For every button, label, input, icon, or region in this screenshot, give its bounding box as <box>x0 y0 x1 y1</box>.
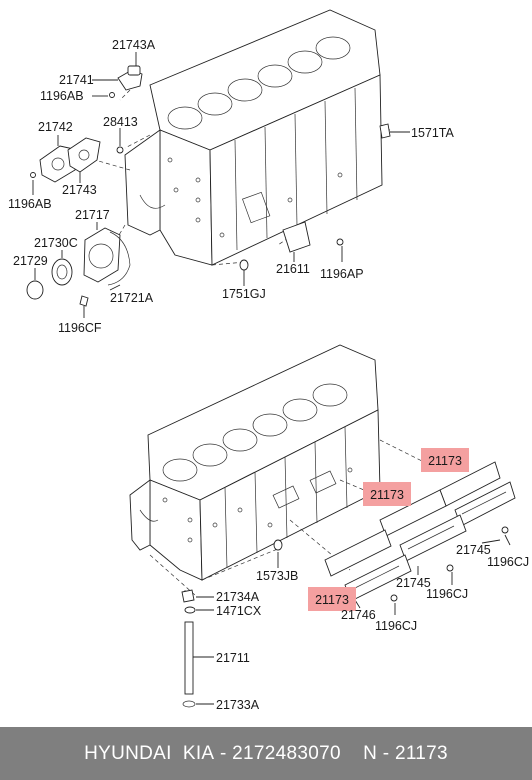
footer-gap: N - <box>340 742 395 764</box>
highlight-label: 21173 <box>428 454 462 468</box>
highlight-label: 21173 <box>370 488 404 502</box>
label-1751GJ: 1751GJ <box>222 287 266 301</box>
label-21611: 21611 <box>276 262 310 276</box>
label-1471CX: 1471CX <box>216 604 262 618</box>
label-21745-rear: 21745 <box>456 543 491 557</box>
label-21746: 21746 <box>341 608 376 622</box>
label-21743A: 21743A <box>112 38 156 52</box>
highlight-21173-rear: 21173 <box>421 448 469 472</box>
footer-brand: HYUNDAI KIA <box>84 742 215 764</box>
label-21733A: 21733A <box>216 698 260 712</box>
highlight-21173-front: 21173 <box>308 587 356 611</box>
highlight-21173-middle: 21173 <box>363 482 411 506</box>
part-labels: 21743A 21741 1196AB 28413 21742 1571TA 1… <box>8 38 529 712</box>
footer-part-number: 2172483070 <box>232 742 341 764</box>
label-1573JB: 1573JB <box>256 569 298 583</box>
lower-leader-lines <box>193 534 511 705</box>
label-1196AP: 1196AP <box>320 267 364 281</box>
footer-separator: - <box>214 742 233 764</box>
part-number-footer: HYUNDAI KIA - 2172483070 N - 21173 <box>0 727 532 780</box>
lower-engine-block <box>129 344 381 581</box>
label-1196CJ-rear: 1196CJ <box>487 555 529 569</box>
label-1196CJ-front: 1196CJ <box>375 619 417 633</box>
lower-cover-plates <box>273 461 516 602</box>
label-21721A: 21721A <box>110 291 154 305</box>
label-1196CF: 1196CF <box>58 321 102 335</box>
dipstick-assembly <box>181 589 196 708</box>
upper-small-parts <box>26 65 391 307</box>
label-1196AB-left: 1196AB <box>8 197 52 211</box>
label-21743: 21743 <box>62 183 97 197</box>
label-21742: 21742 <box>38 120 73 134</box>
highlight-label: 21173 <box>315 593 349 607</box>
label-21717: 21717 <box>75 208 110 222</box>
label-1196AB-top: 1196AB <box>40 89 84 103</box>
label-21734A: 21734A <box>216 590 260 604</box>
label-21730C: 21730C <box>34 236 78 250</box>
upper-engine-block <box>124 9 383 266</box>
upper-leader-lines <box>32 52 410 318</box>
label-1196CJ-middle: 1196CJ <box>426 587 468 601</box>
label-1571TA: 1571TA <box>411 126 455 140</box>
exploded-parts-diagram: 21173 21173 21173 21743A 21741 1196AB 28… <box>8 9 529 712</box>
label-21729: 21729 <box>13 254 48 268</box>
label-21745-middle: 21745 <box>396 576 431 590</box>
label-21741: 21741 <box>59 73 94 87</box>
label-28413: 28413 <box>103 115 138 129</box>
footer-ref-number: 21173 <box>394 742 448 764</box>
label-21711: 21711 <box>216 651 250 665</box>
